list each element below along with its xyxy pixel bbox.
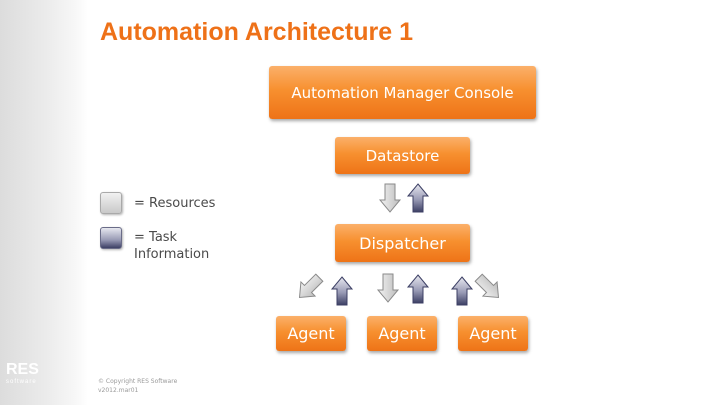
copyright-footer: © Copyright RES Software v2012.mar01 — [98, 377, 177, 395]
dispatcher-agent2-down-arrow — [377, 273, 399, 303]
logo-subtext: software — [6, 379, 37, 385]
dispatcher-agent2-up-arrow — [407, 274, 429, 304]
task-information-legend-label: = Task Information — [134, 230, 210, 262]
copyright-line-2: v2012.mar01 — [98, 387, 139, 394]
datastore-box: Datastore — [335, 137, 470, 174]
agent-box-1: Agent — [276, 316, 346, 351]
agent-box-2: Agent — [367, 316, 437, 351]
dispatcher-agent3-up-arrow — [451, 276, 473, 306]
resources-legend-label: = Resources — [134, 196, 216, 211]
dispatcher-agent1-up-arrow — [331, 276, 353, 306]
dispatcher-agent1-down-arrow — [291, 270, 327, 306]
slide-title: Automation Architecture 1 — [100, 18, 414, 46]
dispatcher-box: Dispatcher — [335, 224, 470, 262]
datastore-up-arrow — [407, 183, 429, 213]
agent-box-3: Agent — [458, 316, 528, 351]
logo-mark-text: RES — [6, 361, 39, 378]
dispatcher-agent3-down-arrow — [471, 270, 507, 306]
automation-manager-console-box: Automation Manager Console — [269, 66, 536, 119]
task-information-legend-swatch — [100, 227, 122, 249]
datastore-down-arrow — [379, 183, 401, 213]
copyright-line-1: © Copyright RES Software — [98, 378, 178, 385]
res-software-logo: RES software — [6, 362, 46, 386]
resources-legend-swatch — [100, 192, 122, 214]
side-band-background — [0, 0, 88, 405]
